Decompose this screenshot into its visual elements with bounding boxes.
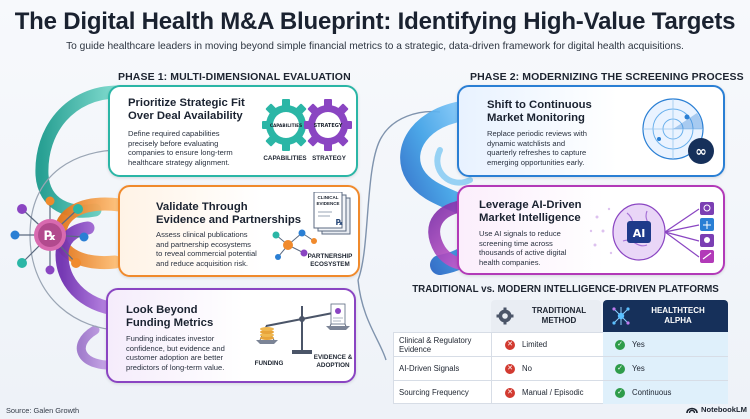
card-funding-body: Funding indicates investor confidence, b… (126, 334, 225, 372)
page-title: The Digital Health M&A Blueprint: Identi… (14, 8, 736, 35)
capabilities-label: CAPABILITIES (263, 155, 307, 162)
check-icon: ✓ (615, 387, 625, 398)
row-divider (393, 380, 728, 381)
radar-dashboard-icon: ∞ (642, 98, 714, 164)
card-validate-title: Validate Through Evidence and Partnershi… (156, 201, 302, 226)
svg-text:STRATEGY: STRATEGY (314, 123, 343, 129)
table-row-label: Clinical & Regulatory Evidence (399, 335, 472, 354)
clinical-document-icon: ℞ (313, 192, 351, 235)
card-continuous-monitoring: Shift to Continuous Market Monitoring Re… (457, 85, 725, 177)
table-row-label: Sourcing Frequency (399, 388, 469, 397)
table-cell-traditional: ✕ No (505, 357, 532, 380)
card-validate-body: Assess clinical publications and partner… (156, 230, 257, 268)
source-note: Source: Galen Growth (6, 406, 80, 415)
card-ai-body: Use AI signals to reduce screening time … (479, 229, 567, 267)
table-cell-modern: ✓ Continuous (615, 381, 671, 404)
partnership-ecosystem-label: PARTNERSHIP ECOSYSTEM (307, 253, 353, 268)
x-icon: ✕ (505, 363, 515, 374)
x-icon: ✕ (505, 387, 515, 398)
partnership-network-icon (272, 229, 317, 260)
card-validate-evidence: Validate Through Evidence and Partnershi… (118, 185, 360, 277)
col-divider (491, 332, 492, 404)
phase1-heading: PHASE 1: MULTI-DIMENSIONAL EVALUATION (118, 71, 351, 83)
clinical-evidence-label: CLINICAL EVIDENCE (316, 195, 340, 206)
svg-text:℞: ℞ (44, 229, 56, 244)
comparison-table: TRADITIONAL METHOD HEALTHTECH ALPHA Clin… (393, 300, 728, 404)
svg-text:℞: ℞ (336, 218, 343, 227)
comparison-heading: TRADITIONAL vs. MODERN INTELLIGENCE-DRIV… (412, 284, 719, 295)
card-ai-title: Leverage AI-Driven Market Intelligence (479, 199, 582, 224)
table-cell-traditional: ✕ Limited (505, 333, 547, 356)
ai-brain-icon: AI (589, 202, 714, 263)
card-monitoring-title: Shift to Continuous Market Monitoring (487, 99, 592, 124)
x-icon: ✕ (505, 339, 515, 350)
gears-icon: CAPABILITIES STRATEGY (262, 99, 352, 151)
card-funding-title: Look Beyond Funding Metrics (126, 304, 214, 329)
evidence-adoption-label: EVIDENCE & ADOPTION (313, 354, 353, 369)
table-cell-modern: ✓ Yes (615, 333, 645, 356)
page-subtitle: To guide healthcare leaders in moving be… (66, 41, 684, 52)
check-icon: ✓ (615, 363, 625, 374)
balance-scale-icon (256, 303, 350, 354)
check-icon: ✓ (615, 339, 625, 350)
phase2-heading: PHASE 2: MODERNIZING THE SCREENING PROCE… (470, 71, 744, 83)
table-row-label: AI-Driven Signals (399, 364, 460, 373)
card-beyond-funding: Look Beyond Funding Metrics Funding indi… (106, 288, 356, 383)
svg-text:CAPABILITIES: CAPABILITIES (270, 123, 302, 129)
brand-mark: NotebookLM (686, 404, 747, 414)
healthcare-network-hub-icon: ℞ (10, 196, 89, 275)
card-strategic-fit-body: Define required capabilities precisely b… (128, 129, 233, 167)
col-head-modern-label: HEALTHTECH ALPHA (651, 306, 705, 325)
table-cell-modern: ✓ Yes (615, 357, 645, 380)
gear-icon (496, 307, 514, 325)
network-sparkle-icon (612, 307, 630, 325)
card-ai-intelligence: Leverage AI-Driven Market Intelligence U… (457, 185, 725, 275)
strategy-label: STRATEGY (312, 155, 346, 162)
svg-text:AI: AI (633, 227, 646, 240)
notebooklm-logo-icon (686, 407, 698, 414)
col-head-traditional-label: TRADITIONAL METHOD (531, 306, 587, 325)
svg-text:∞: ∞ (695, 144, 707, 160)
row-divider (393, 356, 728, 357)
card-monitoring-body: Replace periodic reviews with dynamic wa… (487, 129, 588, 167)
funding-label: FUNDING (254, 360, 284, 367)
card-strategic-fit: Prioritize Strategic Fit Over Deal Avail… (108, 85, 358, 177)
table-cell-traditional: ✕ Manual / Episodic (505, 381, 584, 404)
card-strategic-fit-title: Prioritize Strategic Fit Over Deal Avail… (128, 97, 245, 122)
